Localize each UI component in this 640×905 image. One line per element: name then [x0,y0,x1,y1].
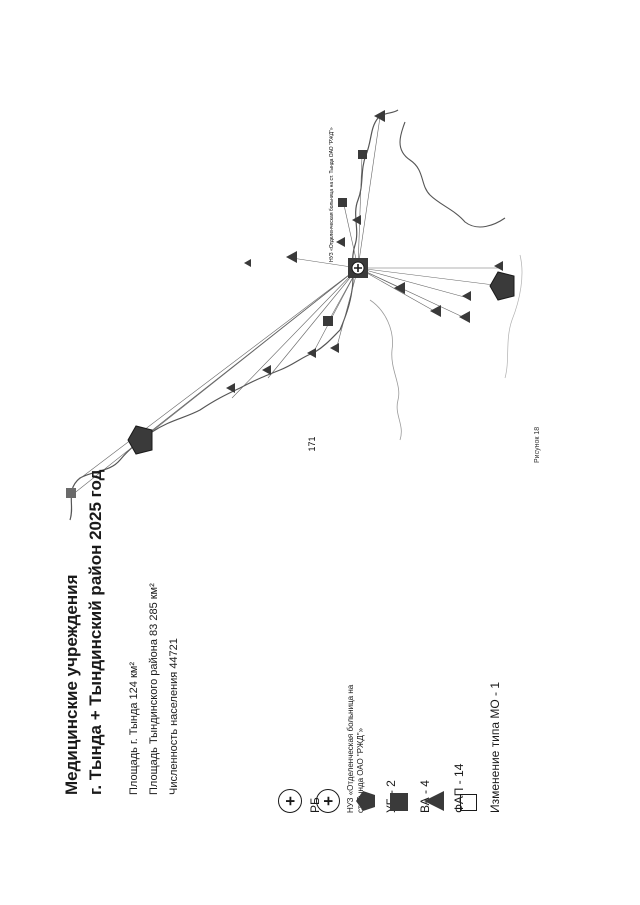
fap-marker[interactable] [286,251,297,263]
triangle-icon [424,791,444,811]
population: Численность населения 44721 [168,638,180,795]
area-city: Площадь г. Тында 124 км² [128,662,140,795]
fap-marker[interactable] [262,365,271,375]
va-marker-2[interactable] [323,316,333,326]
fap-marker[interactable] [226,383,235,393]
fap-marker[interactable] [430,305,441,317]
hub-hospital-marker[interactable] [348,258,368,278]
fap-marker[interactable] [459,311,470,323]
page-title: Медицинские учреждения г. Тында + Тындин… [62,470,106,795]
fap-marker[interactable] [352,215,361,225]
hub-label: НУЗ «Отделенческая больница на ст. Тында… [329,127,335,262]
river-line [504,254,523,379]
va-marker-4[interactable] [358,150,367,159]
area-district: Площадь Тындинского района 83 285 км² [148,583,160,795]
va-marker-1[interactable] [66,488,76,498]
fap-marker[interactable] [336,237,345,247]
district-border [69,109,399,521]
fap-marker[interactable] [330,343,339,353]
square-icon [390,793,408,811]
statistics: Площадь г. Тында 124 км² Площадь Тындинс… [124,583,184,795]
title-line-2: г. Тында + Тындинский район 2025 год [86,469,105,795]
fap-marker[interactable] [462,291,471,301]
title-line-1: Медицинские учреждения [62,574,81,796]
fap-marker[interactable] [374,110,385,122]
cross-circle-icon: + [316,789,340,813]
fap-marker[interactable] [394,282,405,294]
ub-marker-2[interactable] [489,271,515,301]
fap-markers [226,110,503,393]
eastern-border [399,121,506,228]
figure-caption: Рисунок 18 [534,426,541,463]
southern-border [369,299,402,441]
cross-circle-icon: + [278,789,302,813]
fap-marker[interactable] [494,261,503,271]
va-marker-3[interactable] [338,198,347,207]
fap-marker[interactable] [244,259,251,267]
open-square-icon [460,794,477,811]
fap-marker[interactable] [307,348,316,358]
page-number: 171 [307,436,317,451]
ub-marker-1[interactable] [127,425,153,455]
pentagon-icon [356,791,375,811]
legend-label-type-change: Изменение типа МО - 1 [488,681,502,813]
